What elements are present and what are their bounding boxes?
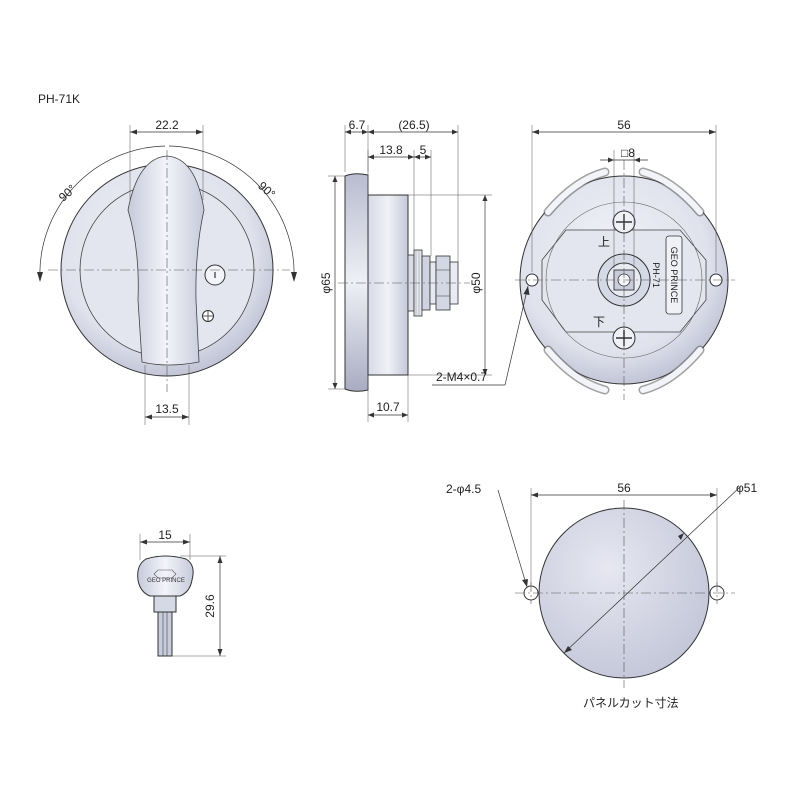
key-dim-15: 15 <box>158 528 172 542</box>
side-body <box>367 194 409 376</box>
angle-right: 90° <box>255 179 278 202</box>
dim-phi-50: φ50 <box>469 272 483 293</box>
dim-22-2: 22.2 <box>155 118 179 132</box>
side-view: 6.7 (26.5) 13.8 5 10.7 φ65 φ50 <box>319 118 492 422</box>
rear-view: GEO PRINCE PH-71 上 下 56 □8 2-M4×0.7 <box>432 118 735 400</box>
dim-13-5: 13.5 <box>155 402 179 416</box>
panel-dim-phi-51: φ51 <box>736 481 757 495</box>
dim-phi-65: φ65 <box>319 272 333 293</box>
dim-10-7: 10.7 <box>376 400 400 414</box>
key-brand-text: GEO PRINCE <box>147 578 185 584</box>
key-view: GEO PRINCE 15 29.6 <box>137 528 226 657</box>
dim-26-5: (26.5) <box>398 118 429 132</box>
key-dim-29-6: 29.6 <box>203 594 217 618</box>
front-handle <box>127 155 205 366</box>
thread-callout: 2-M4×0.7 <box>436 370 487 384</box>
dim-6-7: 6.7 <box>349 118 366 132</box>
panel-cut-caption: パネルカット寸法 <box>583 696 679 710</box>
mark-down: 下 <box>593 315 605 329</box>
brand-plate <box>665 235 683 315</box>
panel-cut-view: 56 2-φ4.5 φ51 パネルカット寸法 <box>446 481 757 710</box>
brand-text: GEO PRINCE <box>669 247 679 304</box>
dim-5: 5 <box>420 143 427 157</box>
mark-up: 上 <box>598 235 610 249</box>
model-text: PH-71 <box>651 262 661 288</box>
rear-dim-56: 56 <box>617 118 631 132</box>
panel-dim-56: 56 <box>617 481 631 495</box>
front-view: 22.2 13.5 90° 90° <box>37 118 297 425</box>
panel-dim-hole: 2-φ4.5 <box>446 482 481 496</box>
key-blade <box>157 611 173 657</box>
key-head <box>137 555 194 597</box>
model-title: PH-71K <box>38 92 80 106</box>
dim-square-8: □8 <box>621 146 635 160</box>
dim-13-8: 13.8 <box>379 143 403 157</box>
side-flange <box>344 173 369 392</box>
